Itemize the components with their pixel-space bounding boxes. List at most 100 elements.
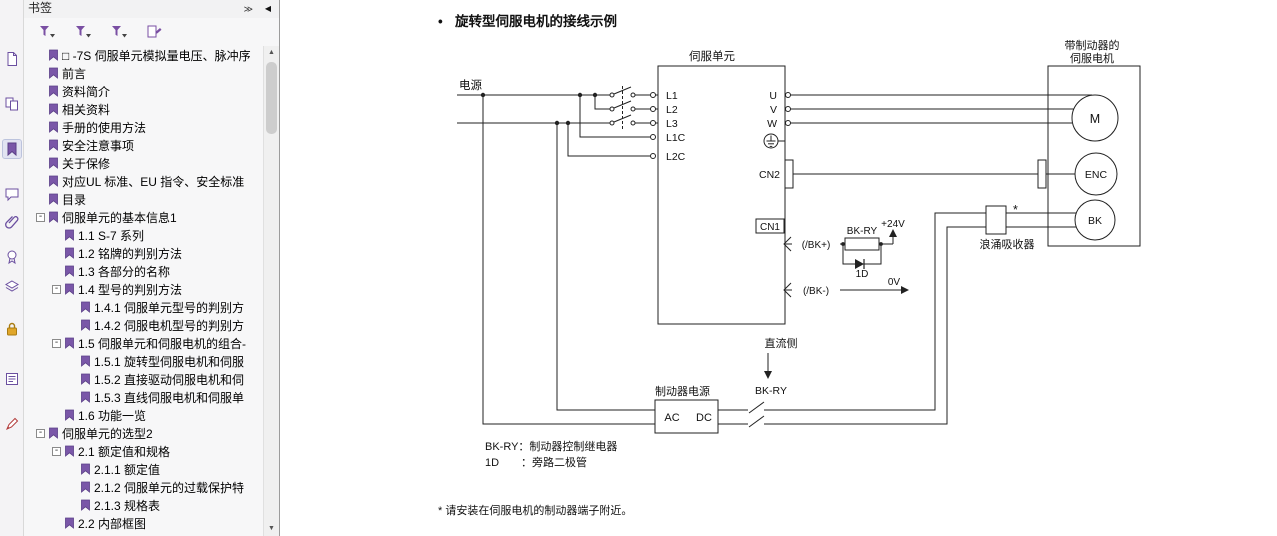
bookmark-item[interactable]: 手册的使用方法 (24, 118, 263, 136)
bookmark-item[interactable]: - 1.4 型号的判别方法 (24, 280, 263, 298)
bookmark-label[interactable]: 前言 (62, 66, 87, 81)
scroll-down-arrow[interactable]: ▼ (264, 522, 279, 536)
bookmark-expander[interactable] (52, 411, 61, 420)
bookmark-expander[interactable] (36, 123, 45, 132)
bookmark-label[interactable]: 2.1.3 规格表 (94, 498, 161, 513)
panel-scrollbar[interactable]: ▲ ▼ (263, 46, 279, 536)
bookmark-item[interactable]: 1.1 S-7 系列 (24, 226, 263, 244)
comment-icon[interactable] (3, 185, 21, 203)
bookmark-item[interactable]: □ -7S 伺服单元模拟量电压、脉冲序 (24, 46, 263, 64)
attachment-icon[interactable] (3, 213, 21, 231)
bookmark-expander[interactable] (36, 141, 45, 150)
scrollbar-thumb[interactable] (266, 62, 277, 134)
bookmark-expander[interactable]: - (52, 337, 61, 348)
bookmark-expander[interactable] (36, 177, 45, 186)
thumbnails-icon[interactable] (3, 95, 21, 113)
bookmark-expander[interactable] (68, 375, 77, 384)
bookmark-expander[interactable] (68, 393, 77, 402)
scroll-up-arrow[interactable]: ▲ (264, 46, 279, 60)
bookmark-expander[interactable] (36, 69, 45, 78)
bookmark-expander[interactable] (36, 159, 45, 168)
bookmark-expander[interactable] (68, 501, 77, 510)
bookmark-item[interactable]: 1.4.1 伺服单元型号的判别方 (24, 298, 263, 316)
bookmark-label[interactable]: 伺服单元的选型2 (62, 426, 153, 441)
bookmark-item[interactable]: 2.1.1 额定值 (24, 460, 263, 478)
bookmark-expander[interactable] (36, 87, 45, 96)
bookmark-item[interactable]: 2.1.3 规格表 (24, 496, 263, 514)
layers-icon[interactable] (3, 278, 21, 296)
bookmark-item[interactable]: 关于保修 (24, 154, 263, 172)
bookmark-expander[interactable] (68, 465, 77, 474)
page-icon[interactable] (3, 50, 21, 68)
bookmark-item[interactable]: 1.5.2 直接驱动伺服电机和伺 (24, 370, 263, 388)
bookmark-label[interactable]: □ -7S 伺服单元模拟量电压、脉冲序 (62, 48, 251, 63)
bookmark-label[interactable]: 伺服单元的基本信息1 (62, 210, 177, 225)
bookmark-label[interactable]: 1.5.3 直线伺服电机和伺服单 (94, 390, 245, 405)
bookmark-item[interactable]: 资料简介 (24, 82, 263, 100)
bookmark-label[interactable]: 1.5 伺服单元和伺服电机的组合- (78, 336, 247, 351)
filter-button-2[interactable] (70, 22, 96, 42)
bookmark-item[interactable]: 目录 (24, 190, 263, 208)
bookmark-label[interactable]: 1.4 型号的判别方法 (78, 282, 183, 297)
bookmark-item[interactable]: 2.2 内部框图 (24, 514, 263, 532)
bookmark-label[interactable]: 对应UL 标准、EU 指令、安全标准 (62, 174, 245, 189)
bookmark-expander[interactable] (36, 195, 45, 204)
bookmark-expander[interactable]: - (52, 283, 61, 294)
bookmark-expander[interactable] (52, 519, 61, 528)
bookmark-item[interactable]: 相关资料 (24, 100, 263, 118)
bookmark-label[interactable]: 1.4.1 伺服单元型号的判别方 (94, 300, 245, 315)
bookmark-label[interactable]: 1.6 功能一览 (78, 408, 147, 423)
bookmark-expander[interactable] (52, 249, 61, 258)
bookmark-expander[interactable]: - (52, 445, 61, 456)
filter-button-3[interactable] (106, 22, 132, 42)
bookmark-item[interactable]: 2.1.2 伺服单元的过载保护特 (24, 478, 263, 496)
bookmark-item[interactable]: - 1.5 伺服单元和伺服电机的组合- (24, 334, 263, 352)
bookmark-item[interactable]: 对应UL 标准、EU 指令、安全标准 (24, 172, 263, 190)
bookmark-label[interactable]: 关于保修 (62, 156, 111, 171)
certificate-icon[interactable] (3, 248, 21, 266)
bookmark-item[interactable]: 1.5.1 旋转型伺服电机和伺服 (24, 352, 263, 370)
lock-icon[interactable] (3, 320, 21, 338)
bookmarks-icon[interactable] (2, 139, 22, 159)
bookmark-expander[interactable] (52, 231, 61, 240)
bookmark-label[interactable]: 安全注意事项 (62, 138, 135, 153)
bookmark-label[interactable]: 资料简介 (62, 84, 111, 99)
bookmark-label[interactable]: 1.2 铭牌的判别方法 (78, 246, 183, 261)
bookmark-label[interactable]: 2.1.2 伺服单元的过载保护特 (94, 480, 245, 495)
bookmark-item[interactable]: 1.5.3 直线伺服电机和伺服单 (24, 388, 263, 406)
bookmark-item[interactable]: 1.3 各部分的名称 (24, 262, 263, 280)
panel-expand-button[interactable]: ≫ (243, 4, 253, 14)
bookmark-label[interactable]: 1.1 S-7 系列 (78, 228, 145, 243)
bookmark-expander[interactable] (68, 303, 77, 312)
bookmark-expander[interactable]: - (36, 211, 45, 222)
bookmark-item[interactable]: - 伺服单元的基本信息1 (24, 208, 263, 226)
bookmark-expander[interactable] (68, 357, 77, 366)
bookmark-label[interactable]: 1.3 各部分的名称 (78, 264, 171, 279)
bookmark-label[interactable]: 2.1.1 额定值 (94, 462, 161, 477)
bookmark-expander[interactable] (68, 321, 77, 330)
bookmark-expander[interactable]: - (36, 427, 45, 438)
forms-icon[interactable] (3, 370, 21, 388)
bookmark-item[interactable]: 安全注意事项 (24, 136, 263, 154)
pen-icon[interactable] (3, 415, 21, 433)
bookmark-label[interactable]: 1.5.1 旋转型伺服电机和伺服 (94, 354, 245, 369)
bookmark-item[interactable]: 1.4.2 伺服电机型号的判别方 (24, 316, 263, 334)
bookmark-label[interactable]: 目录 (62, 192, 87, 207)
bookmark-label[interactable]: 2.2 内部框图 (78, 516, 147, 531)
bookmark-item[interactable]: - 伺服单元的选型2 (24, 424, 263, 442)
bookmark-item[interactable]: 1.6 功能一览 (24, 406, 263, 424)
bookmark-label[interactable]: 相关资料 (62, 102, 111, 117)
bookmark-expander[interactable] (36, 105, 45, 114)
bookmark-expander[interactable] (68, 483, 77, 492)
bookmark-item[interactable]: 1.2 铭牌的判别方法 (24, 244, 263, 262)
filter-button-1[interactable] (34, 22, 60, 42)
bookmark-item[interactable]: 前言 (24, 64, 263, 82)
bookmark-label[interactable]: 1.5.2 直接驱动伺服电机和伺 (94, 372, 245, 387)
bookmark-label[interactable]: 手册的使用方法 (62, 120, 147, 135)
bookmark-label[interactable]: 2.1 额定值和规格 (78, 444, 171, 459)
bookmark-expander[interactable] (52, 267, 61, 276)
bookmark-label[interactable]: 1.4.2 伺服电机型号的判别方 (94, 318, 245, 333)
new-bookmark-button[interactable] (142, 22, 168, 42)
bookmark-expander[interactable] (36, 51, 45, 60)
bookmark-item[interactable]: - 2.1 额定值和规格 (24, 442, 263, 460)
